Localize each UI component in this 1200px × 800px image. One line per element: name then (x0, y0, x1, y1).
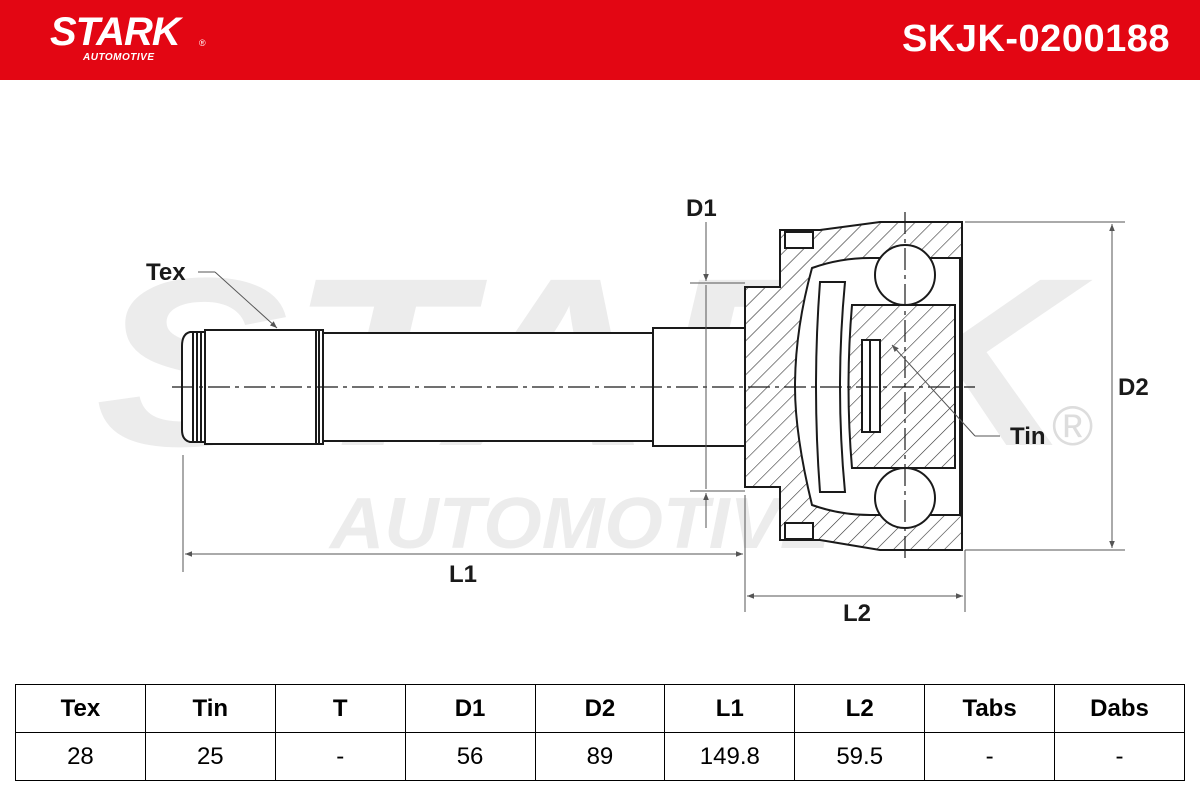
spec-value-tin: 25 (144, 732, 276, 781)
spec-header-t: T (274, 684, 406, 733)
spec-value-tex: 28 (15, 732, 146, 781)
logo-subtitle: AUTOMOTIVE (83, 52, 155, 63)
label-l2: L2 (843, 600, 871, 627)
centre-lines (172, 212, 975, 560)
spec-header-d1: D1 (404, 684, 536, 733)
spec-header-tin: Tin (144, 684, 276, 733)
watermark-subtitle: AUTOMOTIVE (328, 484, 832, 564)
spec-value-dabs: - (1054, 732, 1185, 781)
label-tin: Tin (1010, 423, 1046, 450)
spec-value-d1: 56 (404, 732, 536, 781)
spec-header-tex: Tex (15, 684, 146, 733)
logo-registered-mark: ® (199, 38, 206, 48)
spec-value-l2: 59.5 (794, 732, 926, 781)
spec-table-value-row: 28 25 - 56 89 149.8 59.5 - - (15, 732, 1185, 781)
flange-notch-top (784, 231, 814, 249)
spec-value-d2: 89 (534, 732, 666, 781)
shaft (181, 327, 746, 447)
label-d1: D1 (686, 195, 717, 222)
spec-header-tabs: Tabs (924, 684, 1055, 733)
spec-header-l1: L1 (664, 684, 796, 733)
spec-header-dabs: Dabs (1054, 684, 1185, 733)
flange-notch-bottom (784, 522, 814, 540)
cv-joint-diagram: STARK AUTOMOTIVE ® (95, 195, 1149, 627)
part-number: SKJK-0200188 (902, 18, 1170, 60)
spec-header-d2: D2 (534, 684, 666, 733)
dimension-lines (182, 221, 1125, 612)
logo-wordmark: STARK (50, 10, 181, 54)
watermark-registered-mark: ® (1052, 394, 1093, 457)
spec-value-tabs: - (924, 732, 1055, 781)
dimension-labels: Tex Tin D1 D2 L1 L2 (146, 195, 1149, 627)
spec-value-t: - (274, 732, 406, 781)
spec-table-header-row: Tex Tin T D1 D2 L1 L2 Tabs Dabs (15, 684, 1185, 733)
spec-header-l2: L2 (794, 684, 926, 733)
header-bar: STARK AUTOMOTIVE ® SKJK-0200188 (0, 0, 1200, 80)
label-tex: Tex (146, 259, 186, 286)
label-l1: L1 (449, 561, 477, 588)
spec-table: Tex Tin T D1 D2 L1 L2 Tabs Dabs 28 25 - … (15, 684, 1185, 781)
label-d2: D2 (1118, 374, 1149, 401)
spec-value-l1: 149.8 (664, 732, 796, 781)
stark-logo: STARK AUTOMOTIVE ® (50, 10, 220, 66)
